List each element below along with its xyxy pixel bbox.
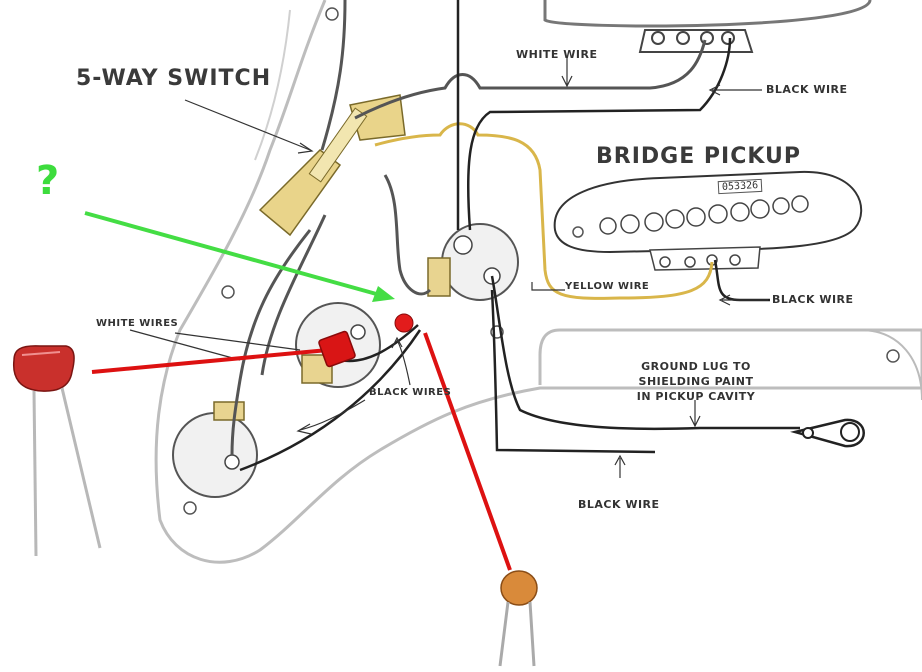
five-way-switch (258, 94, 406, 237)
five-way-switch-label: 5-WAY SWITCH (76, 66, 272, 91)
black-wire-bottom-label: BLACK WIRE (578, 498, 660, 511)
black-wires-label: BLACK WIRES (369, 387, 452, 398)
pickguard-outline (154, 0, 922, 564)
film-capacitor (12, 345, 102, 557)
ceramic-capacitor (498, 570, 538, 667)
ground-lug-line-2: SHIELDING PAINT (638, 375, 754, 388)
bridge-pickup-label: BRIDGE PICKUP (596, 144, 802, 169)
ground-lug (790, 418, 865, 448)
screw-holes (183, 7, 900, 515)
pickguard-inner-edge (254, 9, 291, 161)
pickup-serial-number: 053326 (717, 178, 763, 195)
neck-cavity-edge (543, 0, 872, 28)
yellow-wire (374, 122, 714, 300)
right-cavity-edge (859, 329, 922, 401)
pot-lugs (213, 235, 501, 470)
black-wire-top-label: BLACK WIRE (766, 83, 848, 96)
ground-lug-line-3: IN PICKUP CAVITY (636, 390, 756, 403)
white-wire-label: WHITE WIRE (516, 48, 598, 61)
yellow-wire-label: YELLOW WIRE (565, 281, 650, 292)
callout-lines (129, 58, 768, 478)
bridge-pickup (553, 170, 863, 271)
ground-lug-line-1: GROUND LUG TO (641, 360, 751, 373)
white-wires-label: WHITE WIRES (96, 318, 179, 329)
red-dot-marker (394, 313, 414, 333)
green-arrow (84, 211, 395, 302)
red-arrows (91, 332, 512, 571)
red-capacitor-marker (318, 330, 356, 368)
upper-pickup-lugs (638, 29, 754, 53)
black-wire-right-label: BLACK WIRE (772, 293, 854, 306)
ground-lug-label: GROUND LUG TO SHIELDING PAINT IN PICKUP … (634, 359, 758, 404)
question-mark: ? (36, 158, 60, 204)
